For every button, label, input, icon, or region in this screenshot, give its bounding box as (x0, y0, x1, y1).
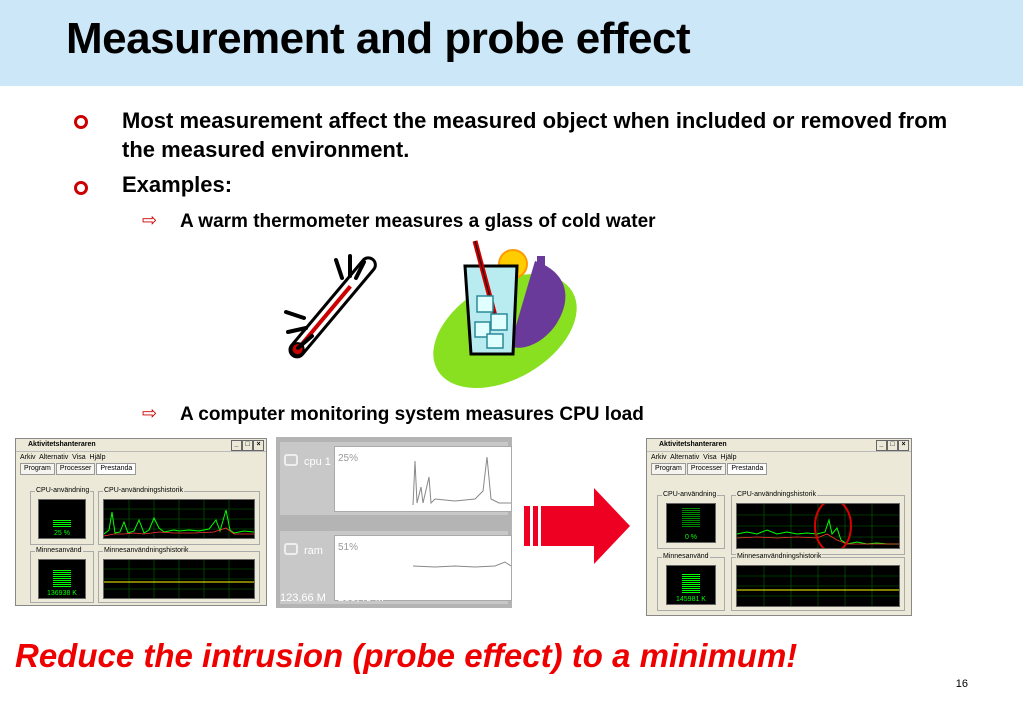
menu-item[interactable]: Arkiv (20, 454, 36, 461)
ring-bullet-icon (74, 181, 88, 195)
memory-usage-group: Minnesanvänd 136938 K (30, 547, 94, 603)
group-label: CPU-användningshistorik (736, 491, 817, 498)
subbullet-text: A warm thermometer measures a glass of c… (180, 211, 656, 232)
tab-program[interactable]: Program (20, 463, 55, 475)
cpu-label: cpu 1 (304, 456, 331, 468)
bullet-marker (74, 174, 88, 201)
water-glass-clipart (433, 240, 577, 388)
group-label: CPU-användning (35, 487, 91, 494)
ram-percent: 51% (338, 542, 359, 553)
tab-program[interactable]: Program (651, 463, 686, 475)
maximize-button[interactable]: □ (887, 440, 898, 451)
subbullet-text: A computer monitoring system measures CP… (180, 404, 644, 425)
memory-chip-icon (284, 543, 298, 555)
close-button[interactable]: × (253, 440, 264, 451)
minimize-button[interactable]: _ (231, 440, 242, 451)
menu-item[interactable]: Hjälp (720, 454, 737, 461)
task-manager-window-right: Aktivitetshanteraren _ □ × Arkiv Alterna… (646, 438, 912, 616)
group-label: CPU-användningshistorik (103, 487, 184, 494)
tab-processer[interactable]: Processer (55, 463, 96, 475)
minimize-button[interactable]: _ (876, 440, 887, 451)
thermometer-clipart (284, 254, 377, 359)
memory-gauge: 136938 K (38, 559, 86, 599)
window-title: Aktivitetshanteraren (28, 441, 96, 448)
maximize-button[interactable]: □ (242, 440, 253, 451)
close-button[interactable]: × (898, 440, 909, 451)
cpu-history-group: CPU-användningshistorik (98, 487, 260, 545)
task-manager-window-left: Aktivitetshanteraren _ □ × Arkiv Alterna… (15, 438, 267, 606)
cpu-percent: 25% (338, 453, 359, 464)
tab-prestanda[interactable]: Prestanda (96, 463, 137, 475)
arrow-bullet-icon: ⇨ (142, 403, 158, 423)
memory-history-graph (736, 565, 900, 607)
cpu-value: 0 % (684, 534, 698, 541)
red-arrow-icon (524, 488, 630, 564)
cpu-monitor-graph: 25% (334, 446, 512, 512)
menu-item[interactable]: Alternativ (670, 454, 700, 461)
memory-total: 255,48 M (338, 592, 384, 604)
cpu-usage-group: CPU-användning 0 % (657, 491, 725, 549)
menu-item[interactable]: Hjälp (89, 454, 106, 461)
title-band (0, 0, 1023, 86)
group-label: Minnesanvändningshistorik (736, 553, 823, 560)
memory-used: 123,66 M (280, 592, 326, 604)
chip-icon (284, 454, 298, 466)
ram-monitor-graph: 51% (334, 535, 512, 601)
menu-item[interactable]: Visa (72, 454, 86, 461)
memory-value: 145981 K (676, 596, 706, 603)
ram-label: ram (304, 545, 323, 557)
cpu-value: 25 % (54, 530, 70, 537)
memory-history-group: Minnesanvändningshistorik (98, 547, 260, 603)
page-number: 16 (955, 678, 968, 690)
memory-gauge: 145981 K (666, 565, 716, 605)
cpu-gauge: 0 % (666, 503, 716, 543)
cpu-history-group: CPU-användningshistorik (731, 491, 905, 555)
cpu-gauge: 25 % (38, 499, 86, 539)
ring-bullet-icon (74, 115, 88, 129)
footer-slogan: Reduce the intrusion (probe effect) to a… (15, 637, 798, 674)
cpu-history-graph (103, 499, 255, 539)
slide-title: Measurement and probe effect (66, 14, 691, 63)
group-label: CPU-användning (662, 491, 718, 498)
window-titlebar: Aktivitetshanteraren _ □ × (16, 439, 266, 452)
ram-monitor-row: ram 51% (280, 531, 512, 604)
memory-history-group: Minnesanvändningshistorik (731, 553, 905, 611)
menu-bar: Arkiv Alternativ Visa Hjälp (647, 452, 911, 463)
menu-item[interactable]: Alternativ (39, 454, 69, 461)
bullet-marker (74, 108, 88, 135)
menu-item[interactable]: Visa (703, 454, 717, 461)
system-monitor-widget: cpu 1 25% ram 51% 123,66 M 255,48 M (276, 437, 512, 608)
arrow-bullet-icon: ⇨ (142, 210, 158, 230)
cpu-monitor-row: cpu 1 25% (280, 442, 512, 515)
window-titlebar: Aktivitetshanteraren _ □ × (647, 439, 911, 452)
memory-value: 136938 K (47, 590, 77, 597)
memory-history-graph (103, 559, 255, 599)
group-label: Minnesanvänd (662, 553, 710, 560)
bullet-text: Most measurement affect the measured obj… (122, 108, 948, 162)
menu-bar: Arkiv Alternativ Visa Hjälp (16, 452, 266, 463)
tab-prestanda[interactable]: Prestanda (727, 463, 768, 475)
group-label: Minnesanvändningshistorik (103, 547, 190, 554)
group-label: Minnesanvänd (35, 547, 83, 554)
cpu-history-graph (736, 503, 900, 549)
tab-processer[interactable]: Processer (686, 463, 727, 475)
cpu-usage-group: CPU-användning 25 % (30, 487, 94, 545)
window-title: Aktivitetshanteraren (659, 441, 727, 448)
bullet-text: Examples: (122, 172, 233, 197)
memory-usage-group: Minnesanvänd 145981 K (657, 553, 725, 611)
menu-item[interactable]: Arkiv (651, 454, 667, 461)
